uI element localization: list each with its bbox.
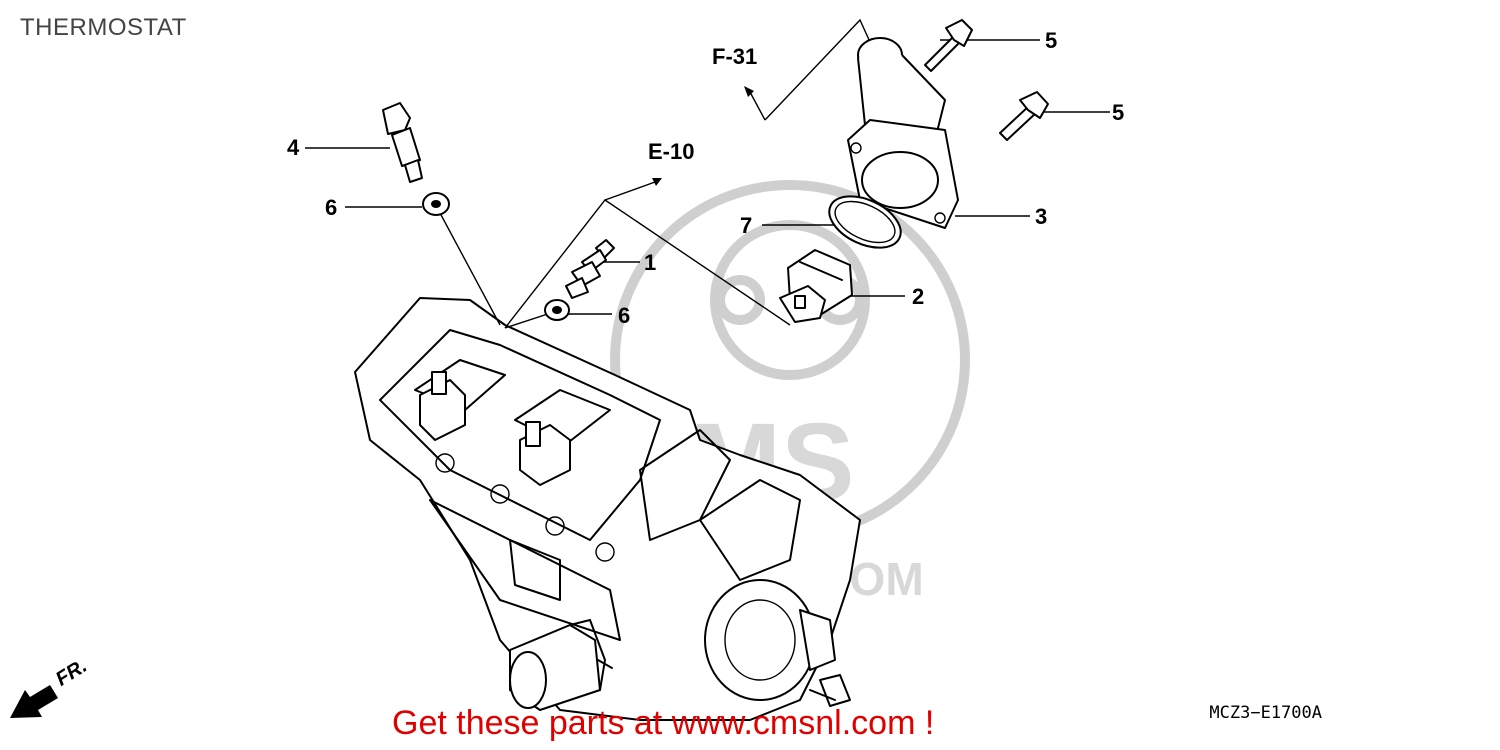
- callout-number-3: 3: [1035, 204, 1048, 229]
- reference-label-f31[interactable]: F-31: [712, 44, 758, 69]
- callout-number-2: 2: [912, 284, 925, 309]
- promo-link[interactable]: Get these parts at www.cmsnl.com !: [392, 704, 935, 742]
- thermostat-housing-part-3: [847, 37, 959, 229]
- callout-number-5-lower: 5: [1112, 100, 1125, 125]
- diagram-code: MCZ3−E1700A: [1209, 703, 1322, 723]
- fitting-part-1: [565, 239, 615, 299]
- sensor-part-4: [382, 102, 423, 183]
- front-direction-arrow: [10, 685, 58, 718]
- o-ring-part-7: [828, 195, 902, 249]
- washer-part-6-top: [422, 192, 450, 216]
- callout-number-6-middle: 6: [618, 303, 631, 328]
- thermostat-part-2: [779, 249, 853, 323]
- washer-part-6-middle: [544, 299, 570, 321]
- bolt-part-5-lower: [999, 91, 1049, 141]
- callout-number-6-top: 6: [325, 195, 338, 220]
- reference-label-e10[interactable]: E-10: [648, 139, 695, 164]
- leader-lines: [305, 18, 1110, 329]
- page-title: THERMOSTAT: [20, 14, 187, 41]
- callout-number-7: 7: [740, 213, 753, 238]
- callout-number-4: 4: [287, 135, 300, 160]
- callout-number-1: 1: [644, 250, 657, 275]
- engine-cylinder-head: [354, 297, 861, 721]
- bolt-part-5-top: [924, 19, 973, 72]
- callout-number-5-top: 5: [1045, 28, 1058, 53]
